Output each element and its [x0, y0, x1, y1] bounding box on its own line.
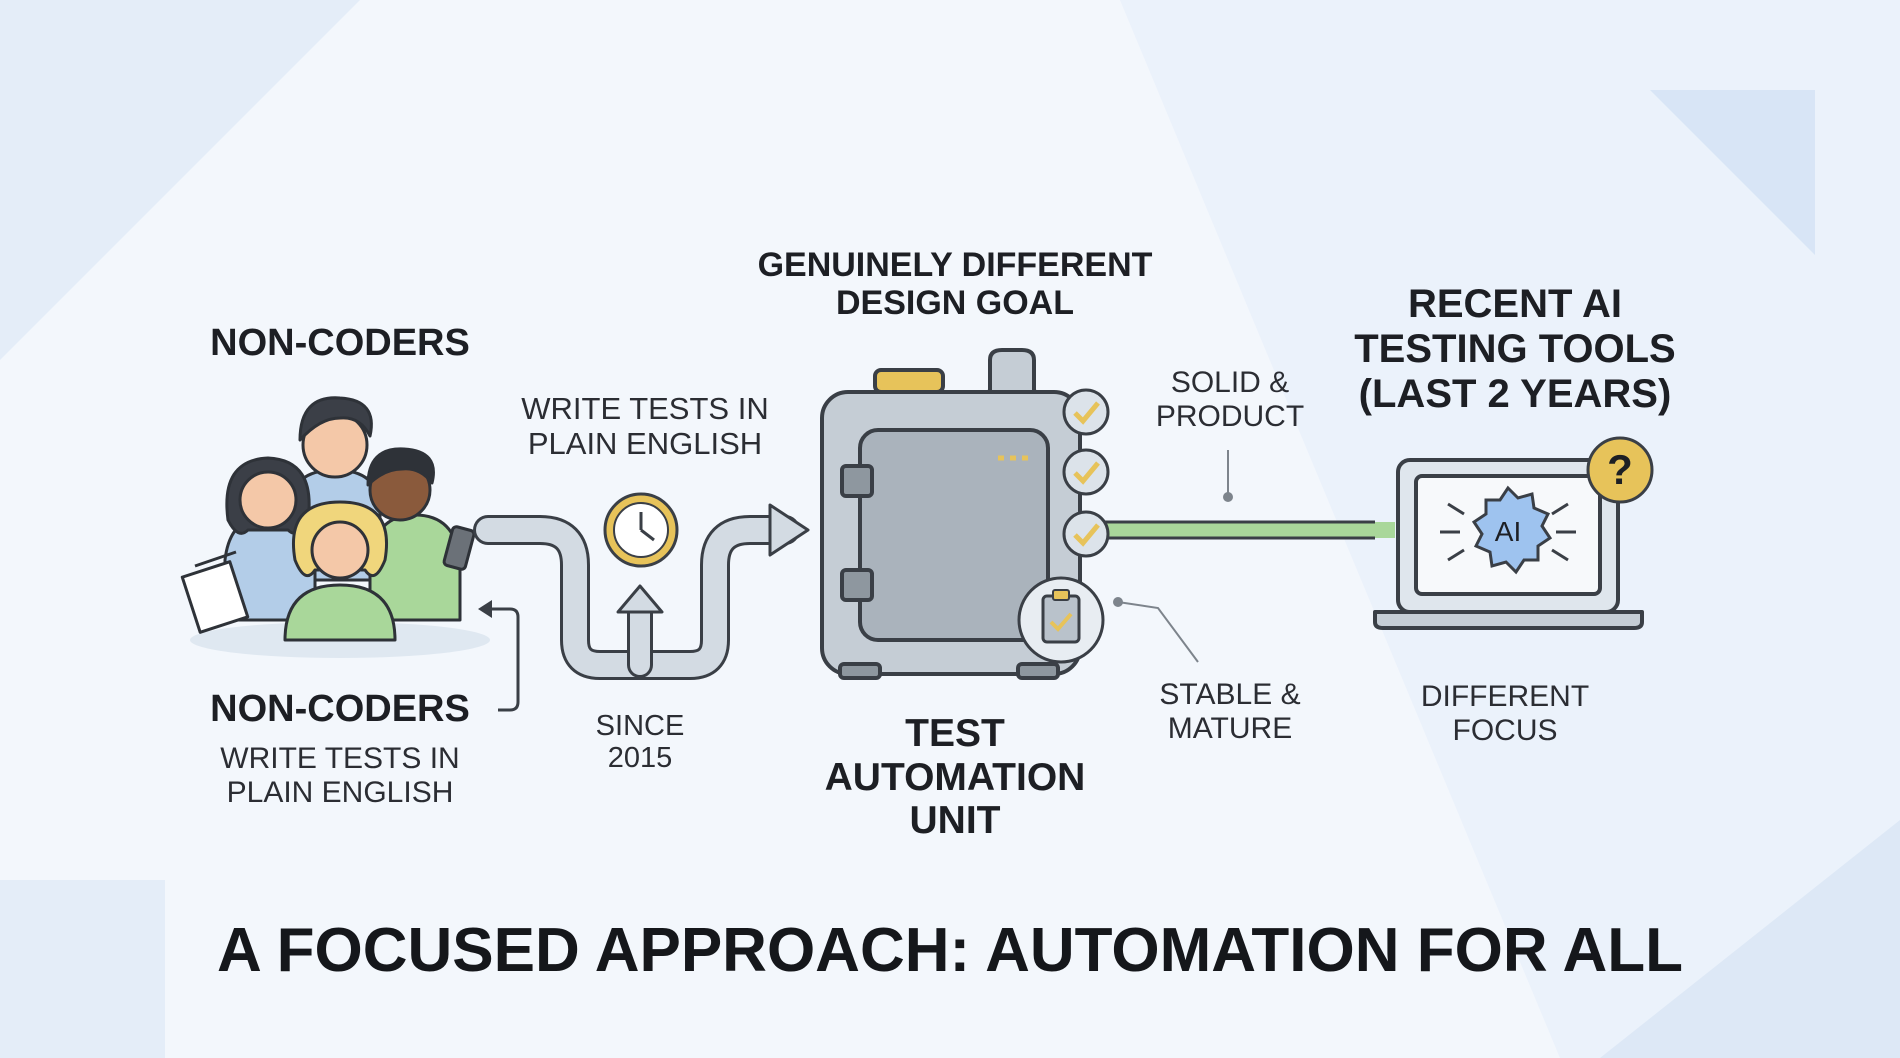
- non-coders-bottom-label: NON-CODERS: [210, 688, 470, 730]
- connector-line: [1105, 450, 1395, 663]
- non-coders-top-label: NON-CODERS: [210, 322, 470, 364]
- write-tests-label: WRITE TESTS IN PLAIN ENGLISH: [521, 391, 769, 461]
- ai-chip-text: AI: [1494, 516, 1522, 547]
- people-group-icon: [180, 396, 490, 658]
- clipboard-icon: [1017, 576, 1105, 664]
- unit-label: TEST AUTOMATION UNIT: [824, 712, 1086, 843]
- footer-title: A FOCUSED APPROACH: AUTOMATION FOR ALL: [216, 916, 1684, 985]
- pipe-arrow: [473, 503, 810, 680]
- clock-icon: [603, 492, 679, 568]
- return-arrow: [488, 607, 520, 712]
- ai-tools-title: RECENT AI TESTING TOOLS (LAST 2 YEARS): [1354, 282, 1676, 416]
- test-automation-unit: [820, 348, 1082, 680]
- ai-gear-icon: [1440, 485, 1576, 575]
- different-focus-label: DIFFERENT FOCUS: [1420, 680, 1590, 747]
- stable-mature-label: STABLE & MATURE: [1159, 678, 1301, 745]
- question-mark-text: ?: [1607, 446, 1633, 493]
- non-coders-bottom-sublabel: WRITE TESTS IN PLAIN ENGLISH: [220, 742, 460, 809]
- checkmark-icon: [1062, 388, 1110, 558]
- return-arrow-head: [478, 600, 492, 618]
- solid-product-label: SOLID & PRODUCT: [1155, 366, 1305, 433]
- design-goal-label: GENUINELY DIFFERENT DESIGN GOAL: [757, 246, 1153, 323]
- since-label: SINCE 2015: [595, 710, 685, 775]
- question-icon: [1586, 436, 1654, 504]
